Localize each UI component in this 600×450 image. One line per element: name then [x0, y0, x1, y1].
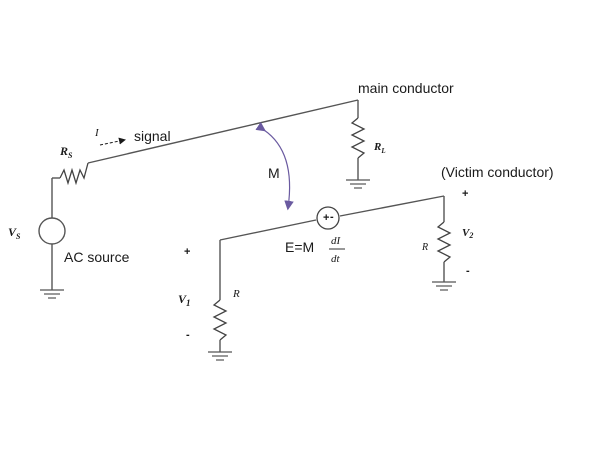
source-resistor: [59, 162, 89, 186]
main-circuit: [38, 99, 370, 299]
r2-label: R: [421, 242, 428, 253]
v1-minus-sign: -: [186, 329, 190, 341]
emf-plus-sign: +: [323, 212, 329, 224]
rs-label: RS: [59, 144, 73, 160]
victim-wire-left: [219, 219, 317, 241]
emf-formula-numerator: dI: [331, 235, 342, 247]
near-end-ground-icon: [208, 351, 232, 361]
near-end-resistor: [212, 299, 228, 341]
v1-plus-sign: +: [184, 246, 190, 258]
main-conductor-label: main conductor: [358, 80, 454, 96]
mutual-inductance-arrow: [255, 121, 294, 211]
v2-plus-sign: +: [462, 188, 468, 200]
load-ground-icon: [346, 179, 370, 189]
v2-minus-sign: -: [466, 265, 470, 277]
far-end-ground-icon: [432, 281, 456, 291]
current-label: I: [94, 127, 100, 139]
vs-label: VS: [8, 225, 21, 241]
emf-formula-prefix: E=M: [285, 239, 314, 255]
mutual-label: M: [268, 165, 280, 181]
victim-wire-right: [339, 195, 445, 217]
v1-label: V1: [178, 292, 191, 308]
current-arrow: [99, 137, 126, 146]
r1-label: R: [232, 288, 240, 300]
victim-circuit: [208, 195, 456, 361]
ac-source-symbol: [38, 217, 66, 245]
far-end-resistor: [436, 221, 452, 263]
emf-minus-sign: -: [330, 211, 334, 223]
induced-emf-source: [316, 206, 340, 230]
v2-label: V2: [462, 227, 473, 240]
source-ground-icon: [40, 289, 64, 299]
emf-formula-denominator: dt: [331, 253, 341, 265]
load-resistor: [350, 117, 366, 159]
main-conductor-wire: [87, 99, 359, 164]
victim-conductor-label: (Victim conductor): [441, 164, 554, 180]
ac-source-label: AC source: [64, 249, 130, 265]
rl-label: RL: [373, 141, 386, 155]
signal-label: signal: [134, 128, 171, 144]
